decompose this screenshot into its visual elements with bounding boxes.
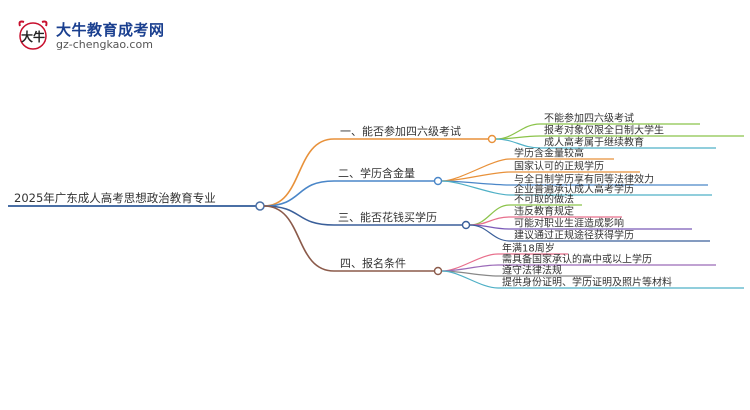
leaf-connector-1-2 <box>495 135 541 140</box>
brand-url: gz-chengkao.com <box>56 38 153 51</box>
leaf-label-2-1[interactable]: 学历含金量较高 <box>514 147 584 160</box>
branch-connector-2 <box>263 180 335 207</box>
branch-node-dot-2[interactable] <box>433 176 443 186</box>
leaf-label-3-3[interactable]: 可能对职业生涯造成影响 <box>514 217 624 230</box>
leaf-connector-2-1 <box>441 158 511 182</box>
leaf-label-4-2[interactable]: 需具备国家承认的高中或以上学历 <box>502 253 652 266</box>
branch-label-3[interactable]: 三、能否花钱买学历 <box>338 210 437 224</box>
brand-name: 大牛教育成考网 <box>56 21 165 39</box>
leaf-connector-4-2 <box>441 264 499 272</box>
branch-label-2[interactable]: 二、学历含金量 <box>338 166 415 180</box>
leaf-label-4-3[interactable]: 遵守法律法规 <box>502 264 562 277</box>
branch-connector-1 <box>263 138 335 207</box>
bull-logo-icon: 大牛 <box>18 20 48 50</box>
branch-connector-4 <box>263 205 335 272</box>
leaf-label-2-4[interactable]: 企业普遍承认成人高考学历 <box>514 183 634 196</box>
brand-logo[interactable]: 大牛 大牛教育成考网 gz-chengkao.com <box>14 16 164 56</box>
logo-mark-text: 大牛 <box>21 29 45 44</box>
leaf-label-4-4[interactable]: 提供身份证明、学历证明及照片等材料 <box>502 276 672 289</box>
root-label[interactable]: 2025年广东成人高考思想政治教育专业 <box>14 191 216 205</box>
leaf-label-3-2[interactable]: 违反教育规定 <box>514 205 574 218</box>
leaf-connector-2-4 <box>441 180 511 196</box>
leaf-connector-2-2 <box>441 171 511 182</box>
root-node-dot[interactable] <box>255 201 265 211</box>
leaf-connector-1-3 <box>495 138 541 149</box>
branch-label-1[interactable]: 一、能否参加四六级考试 <box>340 124 461 138</box>
branch-node-dot-1[interactable] <box>487 134 497 144</box>
leaf-label-1-3[interactable]: 成人高考属于继续教育 <box>544 136 644 149</box>
leaf-label-1-1[interactable]: 不能参加四六级考试 <box>544 112 634 125</box>
leaf-connector-3-1 <box>469 204 511 226</box>
leaf-label-1-2[interactable]: 报考对象仅限全日制大学生 <box>544 124 664 137</box>
leaf-label-3-4[interactable]: 建议通过正规途径获得学历 <box>514 229 634 242</box>
leaf-label-2-2[interactable]: 国家认可的正规学历 <box>514 160 604 173</box>
branch-label-4[interactable]: 四、报名条件 <box>340 256 406 270</box>
branch-connector-3 <box>263 205 335 226</box>
leaf-label-4-1[interactable]: 年满18周岁 <box>502 242 555 255</box>
leaf-label-3-1[interactable]: 不可取的做法 <box>514 193 574 206</box>
leaf-connector-3-4 <box>469 224 511 242</box>
leaf-connector-4-4 <box>441 270 499 289</box>
branch-node-dot-3[interactable] <box>461 220 471 230</box>
branch-node-dot-4[interactable] <box>433 266 443 276</box>
leaf-label-2-3[interactable]: 与全日制学历享有同等法律效力 <box>514 173 654 186</box>
